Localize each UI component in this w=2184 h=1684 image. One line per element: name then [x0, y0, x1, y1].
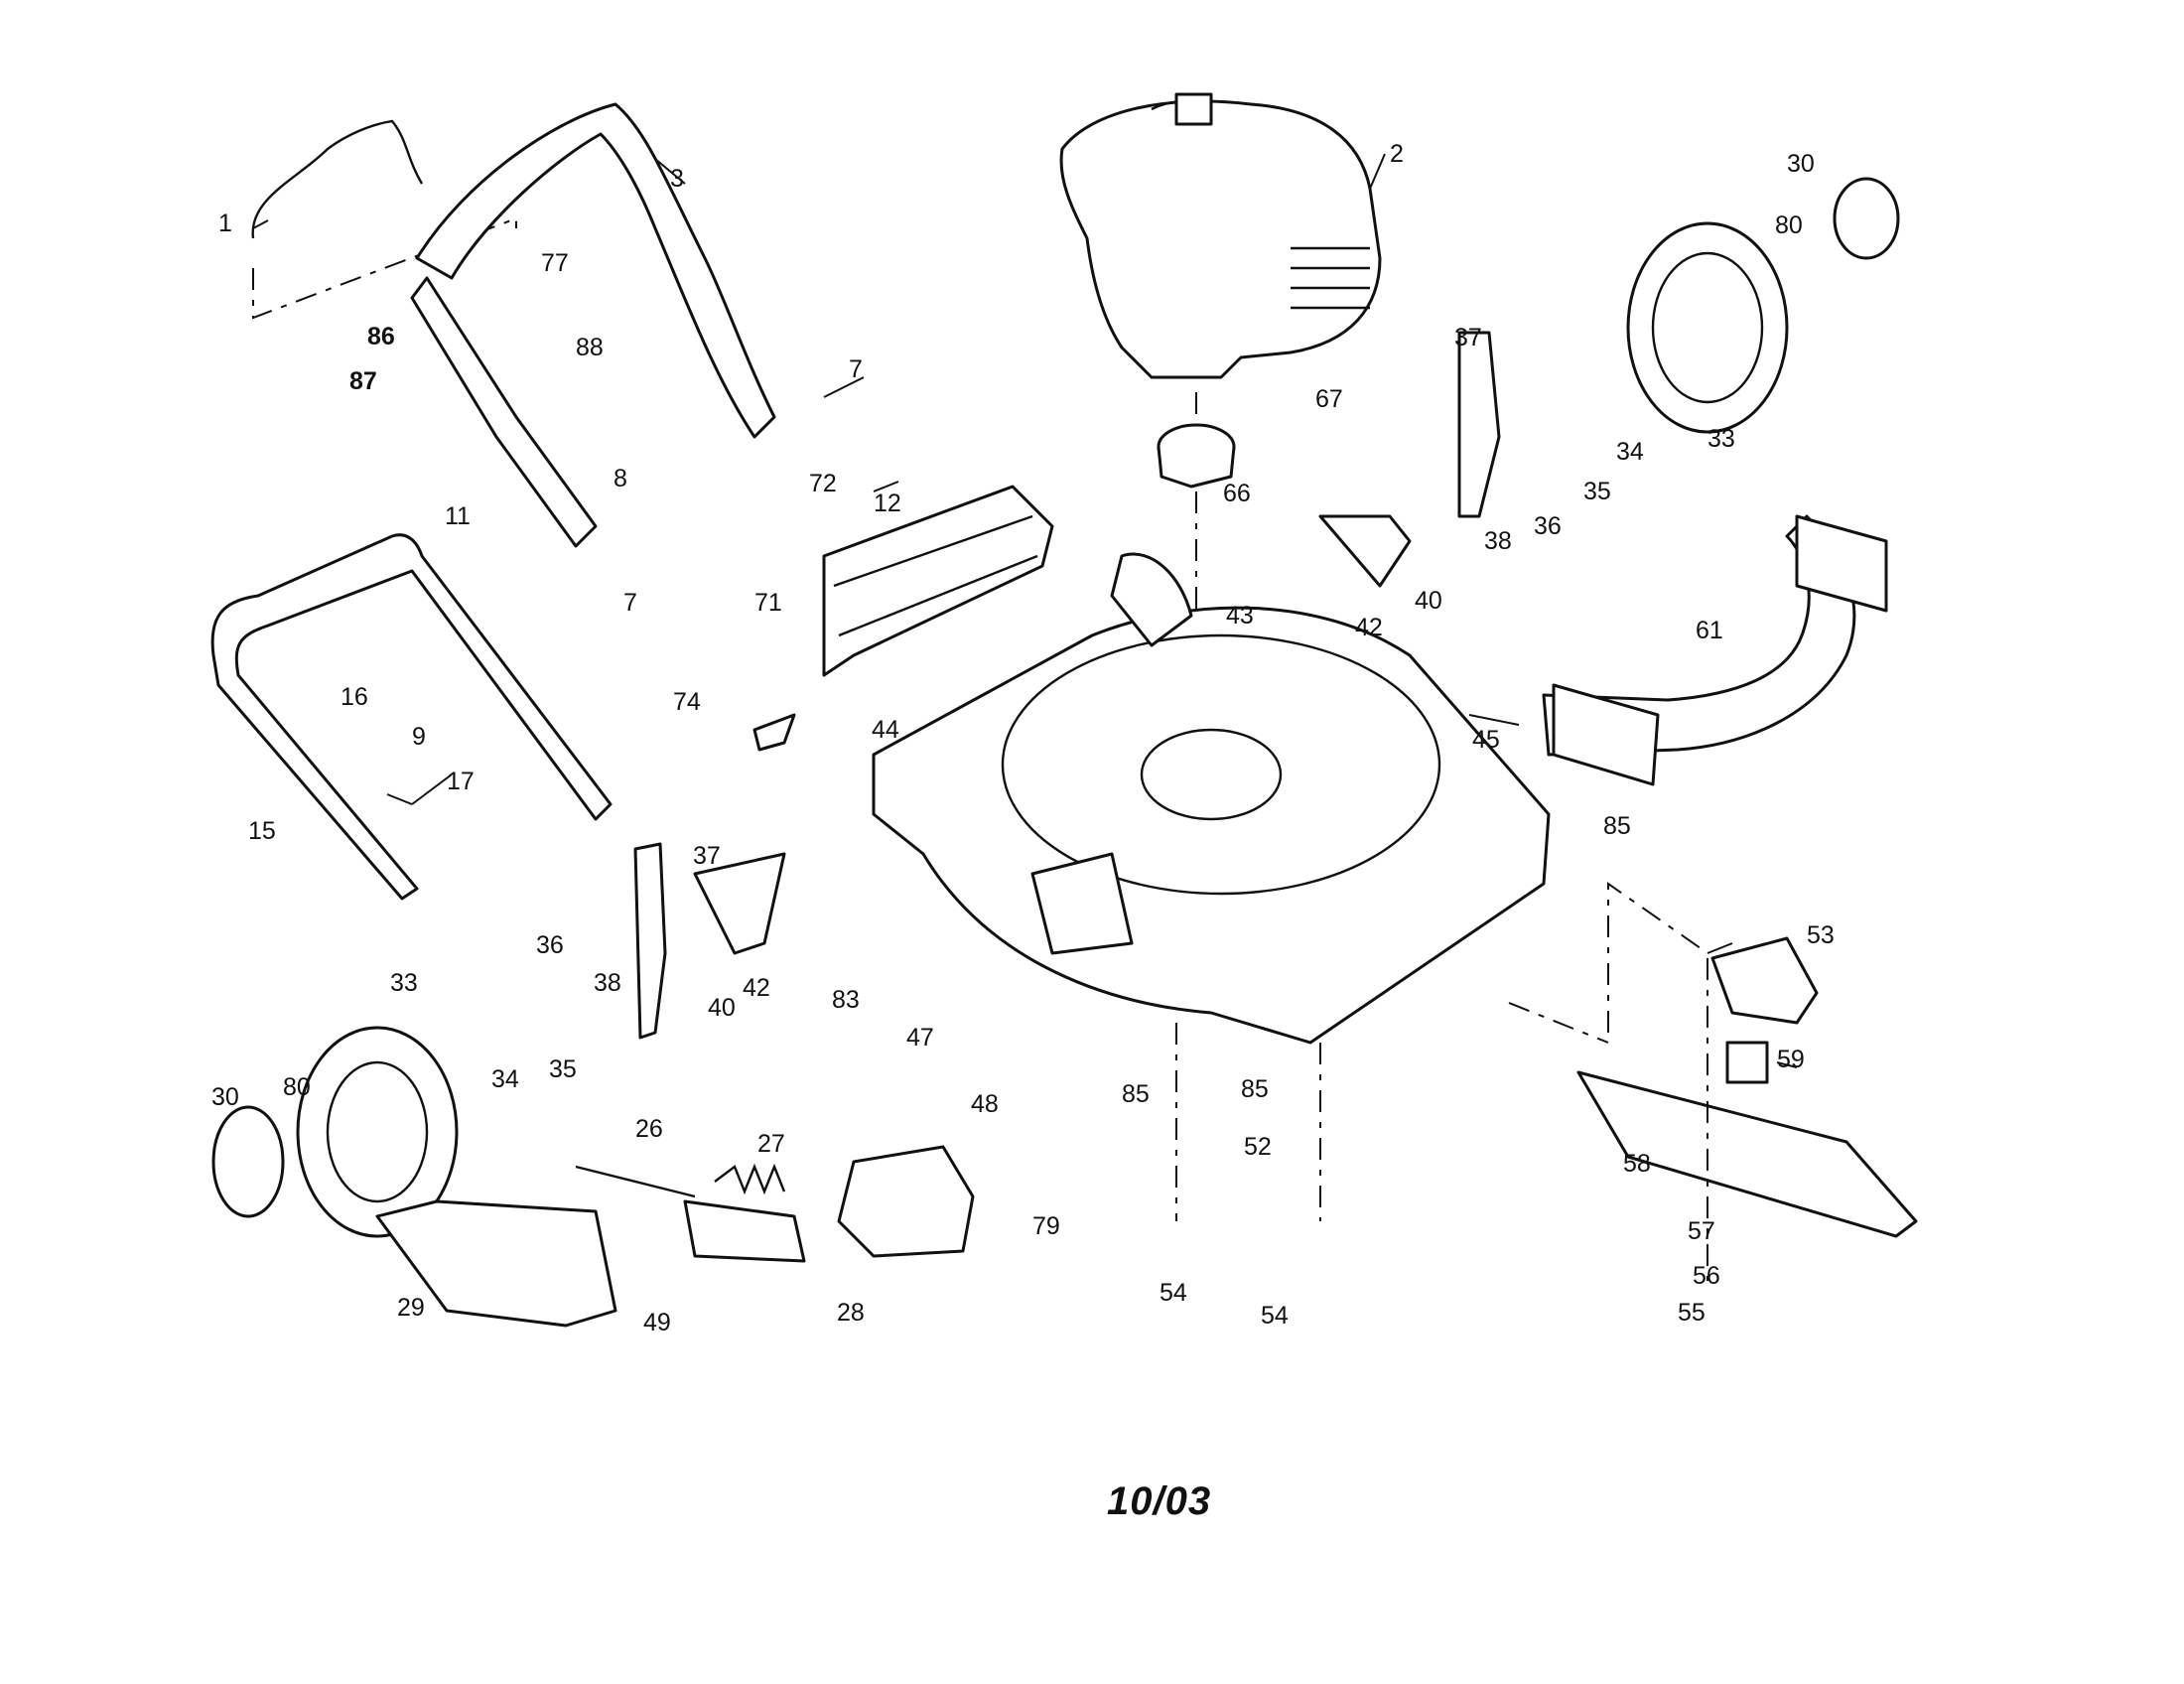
- callout-42-left: 42: [743, 974, 770, 1002]
- callout-48: 48: [971, 1090, 999, 1118]
- callout-37-right: 37: [1454, 324, 1482, 351]
- part-45-deck: [872, 552, 1551, 1045]
- part-33-wheel-left: [296, 1026, 459, 1238]
- callout-71: 71: [754, 589, 782, 617]
- callout-38-right: 38: [1484, 527, 1512, 555]
- callout-7b: 7: [623, 589, 637, 617]
- callout-36-right: 36: [1534, 512, 1562, 540]
- callout-37-left: 37: [693, 842, 721, 870]
- callout-53: 53: [1807, 921, 1835, 949]
- callout-80-right: 80: [1775, 211, 1803, 239]
- callout-12: 12: [874, 490, 901, 517]
- callout-42-right: 42: [1355, 614, 1383, 641]
- callout-85-left: 85: [1122, 1080, 1150, 1108]
- part-79-chute-door: [837, 1145, 975, 1258]
- callout-16: 16: [341, 683, 368, 711]
- callout-54-right: 54: [1261, 1302, 1289, 1330]
- callout-55: 55: [1678, 1299, 1706, 1327]
- callout-88: 88: [576, 334, 604, 361]
- part-27-spring: [714, 1163, 786, 1195]
- part-74-pointer: [752, 713, 796, 752]
- part-71-rear-door: [822, 485, 1054, 677]
- callout-86: 86: [367, 323, 395, 351]
- part-29-grass-chute: [375, 1199, 617, 1328]
- part-1-bail: [251, 119, 424, 239]
- callout-79: 79: [1032, 1212, 1060, 1240]
- part-61-rear-guard: [1542, 514, 1888, 786]
- callout-33-right: 33: [1707, 425, 1735, 453]
- part-30-hubcap-right: [1833, 177, 1900, 260]
- callout-80-left: 80: [283, 1073, 311, 1101]
- part-66-adapter: [1157, 423, 1236, 489]
- callout-27: 27: [757, 1130, 785, 1158]
- part-26-rod: [575, 1165, 696, 1198]
- part-42-plate-right: [1318, 514, 1412, 588]
- callout-56: 56: [1693, 1262, 1720, 1290]
- callout-34-left: 34: [491, 1065, 519, 1093]
- callout-34-right: 34: [1616, 438, 1644, 466]
- part-2-engine: [1059, 92, 1382, 379]
- callout-26: 26: [635, 1115, 663, 1143]
- callout-3: 3: [670, 165, 684, 193]
- callout-28: 28: [837, 1299, 865, 1327]
- callout-77: 77: [541, 249, 569, 277]
- callout-35-left: 35: [549, 1055, 577, 1083]
- part-58-blade: [1576, 1070, 1918, 1238]
- callout-74: 74: [673, 688, 701, 716]
- part-30-hubcap-left: [211, 1105, 285, 1218]
- callout-85-right: 85: [1603, 812, 1631, 840]
- part-15-lower-handle: [210, 533, 613, 901]
- callout-45: 45: [1472, 726, 1500, 754]
- callout-85-mid: 85: [1241, 1075, 1269, 1103]
- part-42-plate-left: [693, 852, 786, 955]
- callout-61: 61: [1696, 617, 1723, 644]
- callout-8: 8: [614, 465, 627, 492]
- callout-33-left: 33: [390, 969, 418, 997]
- callout-1: 1: [218, 210, 232, 237]
- callout-11: 11: [445, 502, 471, 530]
- part-53-blade-adapter: [1710, 936, 1819, 1025]
- callout-87: 87: [349, 367, 377, 395]
- callout-7a: 7: [849, 355, 863, 383]
- callout-47: 47: [906, 1024, 934, 1052]
- part-3-upper-handle: [415, 102, 776, 439]
- callout-2: 2: [1390, 140, 1404, 168]
- callout-9: 9: [412, 723, 426, 751]
- part-28-bracket: [683, 1199, 806, 1263]
- part-3-handle-lower: [410, 276, 598, 548]
- callout-58: 58: [1623, 1150, 1651, 1178]
- callout-30-right: 30: [1787, 150, 1815, 178]
- date-code: 10/03: [1107, 1479, 1212, 1523]
- callout-67: 67: [1315, 385, 1343, 413]
- callout-17: 17: [447, 768, 475, 795]
- callout-35-right: 35: [1583, 478, 1611, 505]
- part-37-lever-left: [633, 842, 667, 1040]
- callout-52: 52: [1244, 1133, 1272, 1161]
- part-1-dashed-guide: [252, 216, 517, 320]
- part-37-lever-right: [1457, 331, 1501, 518]
- callout-54-left: 54: [1160, 1279, 1187, 1307]
- callout-15: 15: [248, 817, 276, 845]
- callout-44: 44: [872, 716, 899, 744]
- callout-66: 66: [1223, 480, 1251, 507]
- callout-57: 57: [1688, 1217, 1715, 1245]
- callout-36-left: 36: [536, 931, 564, 959]
- callout-30-left: 30: [211, 1083, 239, 1111]
- callout-83: 83: [832, 986, 860, 1014]
- callout-43: 43: [1226, 602, 1254, 630]
- callout-40-right: 40: [1415, 587, 1442, 615]
- callout-40-left: 40: [708, 994, 736, 1022]
- callout-72: 72: [809, 470, 837, 497]
- callout-59: 59: [1777, 1046, 1805, 1073]
- callout-38-left: 38: [594, 969, 621, 997]
- callout-29: 29: [397, 1294, 425, 1322]
- part-59-key: [1725, 1041, 1769, 1084]
- part-33-wheel-right: [1626, 221, 1789, 434]
- callout-49: 49: [643, 1309, 671, 1336]
